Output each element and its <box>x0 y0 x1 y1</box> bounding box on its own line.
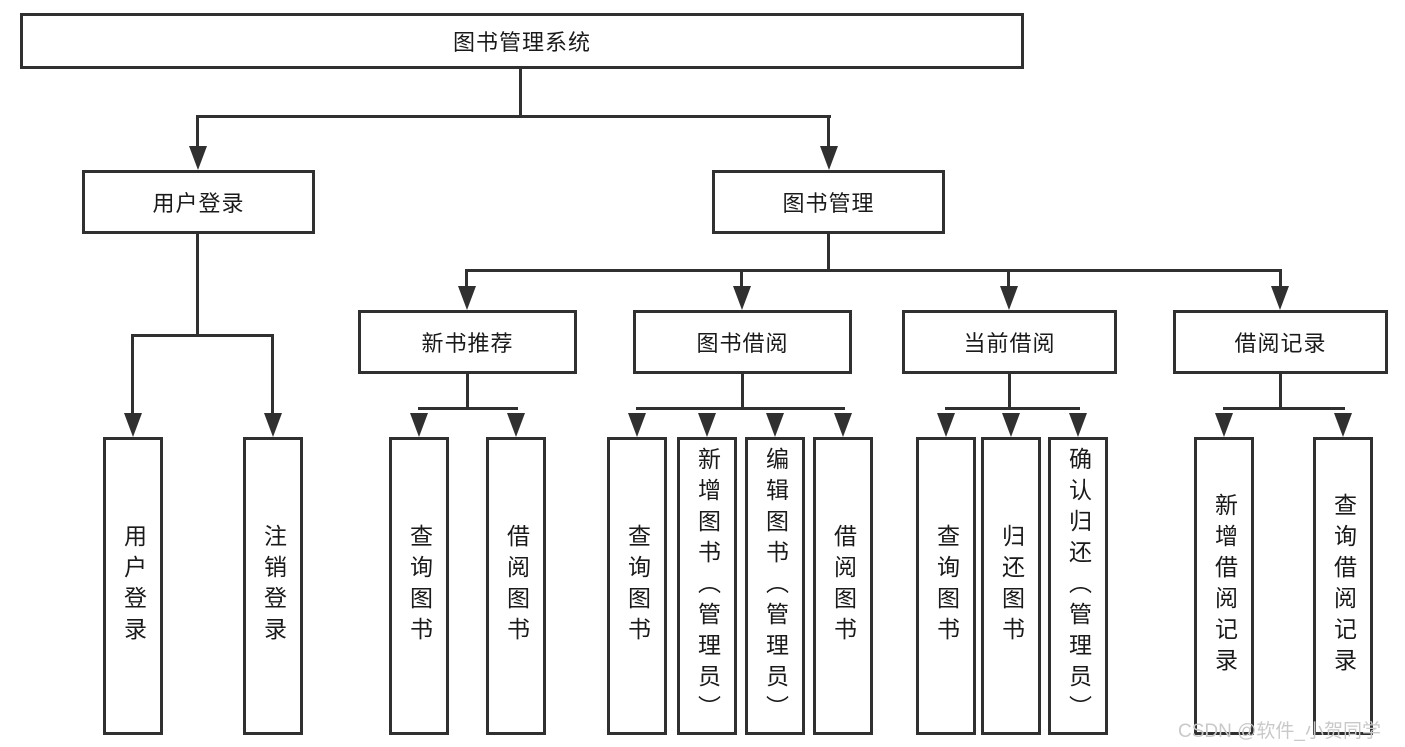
connector-line <box>740 269 743 291</box>
connector-line <box>1007 269 1010 291</box>
arrow-down-icon <box>1271 286 1289 310</box>
connector-line <box>418 407 518 410</box>
leaf-query-borrow-record-label: 查询借阅记录 <box>1330 493 1357 679</box>
node-book-borrowing: 图书借阅 <box>633 310 852 374</box>
leaf-edit-book-admin-label: 编辑图书（管理员） <box>762 446 789 726</box>
node-root: 图书管理系统 <box>20 13 1024 69</box>
node-new-book-recommend-label: 新书推荐 <box>421 331 514 356</box>
leaf-add-book-admin: 新增图书（管理员） <box>677 437 737 735</box>
leaf-add-borrow-record-label: 新增借阅记录 <box>1211 493 1238 679</box>
connector-line <box>271 334 274 416</box>
leaf-edit-book-admin: 编辑图书（管理员） <box>745 437 805 735</box>
arrow-down-icon <box>1334 413 1352 437</box>
leaf-user-login-label: 用户登录 <box>120 524 147 648</box>
connector-line <box>196 115 831 118</box>
connector-line <box>1279 269 1282 291</box>
leaf-query-books-borrowing: 查询图书 <box>607 437 667 735</box>
leaf-user-login: 用户登录 <box>103 437 163 735</box>
arrow-down-icon <box>1002 413 1020 437</box>
leaf-borrow-books-borrowing: 借阅图书 <box>813 437 873 735</box>
connector-line <box>827 115 830 148</box>
node-user-login: 用户登录 <box>82 170 315 234</box>
arrow-down-icon <box>766 413 784 437</box>
node-borrowing-records-label: 借阅记录 <box>1234 331 1327 356</box>
node-book-management-label: 图书管理 <box>782 191 875 216</box>
leaf-query-books-current-label: 查询图书 <box>933 524 960 648</box>
arrow-down-icon <box>507 413 525 437</box>
node-book-borrowing-label: 图书借阅 <box>696 331 789 356</box>
connector-line <box>1223 407 1345 410</box>
connector-line <box>519 69 522 118</box>
arrow-down-icon <box>124 413 142 437</box>
node-new-book-recommend: 新书推荐 <box>358 310 577 374</box>
leaf-query-books-recommend: 查询图书 <box>389 437 449 735</box>
connector-line <box>131 334 274 337</box>
leaf-borrow-books-recommend: 借阅图书 <box>486 437 546 735</box>
leaf-confirm-return-admin: 确认归还（管理员） <box>1048 437 1108 735</box>
arrow-down-icon <box>189 146 207 170</box>
connector-line <box>196 115 199 148</box>
node-current-borrowing: 当前借阅 <box>902 310 1117 374</box>
arrow-down-icon <box>834 413 852 437</box>
connector-line <box>1279 374 1282 410</box>
arrow-down-icon <box>1215 413 1233 437</box>
node-root-label: 图书管理系统 <box>452 30 591 55</box>
arrow-down-icon <box>1069 413 1087 437</box>
arrow-down-icon <box>698 413 716 437</box>
connector-line <box>1008 374 1011 410</box>
arrow-down-icon <box>733 286 751 310</box>
leaf-return-book: 归还图书 <box>981 437 1041 735</box>
leaf-logout-label: 注销登录 <box>260 524 287 648</box>
arrow-down-icon <box>628 413 646 437</box>
leaf-query-books-current: 查询图书 <box>916 437 976 735</box>
leaf-borrow-books-recommend-label: 借阅图书 <box>503 524 530 648</box>
node-book-management: 图书管理 <box>712 170 945 234</box>
connector-line <box>827 234 830 272</box>
leaf-logout: 注销登录 <box>243 437 303 735</box>
arrow-down-icon <box>264 413 282 437</box>
node-current-borrowing-label: 当前借阅 <box>963 331 1056 356</box>
leaf-query-borrow-record: 查询借阅记录 <box>1313 437 1373 735</box>
arrow-down-icon <box>458 286 476 310</box>
leaf-return-book-label: 归还图书 <box>998 524 1025 648</box>
arrow-down-icon <box>937 413 955 437</box>
leaf-add-borrow-record: 新增借阅记录 <box>1194 437 1254 735</box>
connector-line <box>636 407 845 410</box>
connector-line <box>465 269 468 291</box>
connector-line <box>945 407 1080 410</box>
node-borrowing-records: 借阅记录 <box>1173 310 1388 374</box>
watermark: CSDN @软件_小贺同学 <box>1178 721 1381 742</box>
arrow-down-icon <box>410 413 428 437</box>
connector-line <box>131 334 134 416</box>
arrow-down-icon <box>820 146 838 170</box>
leaf-add-book-admin-label: 新增图书（管理员） <box>694 446 721 726</box>
connector-line <box>466 374 469 410</box>
leaf-query-books-recommend-label: 查询图书 <box>406 524 433 648</box>
leaf-query-books-borrowing-label: 查询图书 <box>624 524 651 648</box>
leaf-confirm-return-admin-label: 确认归还（管理员） <box>1065 446 1092 726</box>
connector-line <box>196 234 199 337</box>
leaf-borrow-books-borrowing-label: 借阅图书 <box>830 524 857 648</box>
connector-line <box>741 374 744 410</box>
node-user-login-label: 用户登录 <box>152 191 245 216</box>
connector-line <box>465 269 1282 272</box>
arrow-down-icon <box>1000 286 1018 310</box>
